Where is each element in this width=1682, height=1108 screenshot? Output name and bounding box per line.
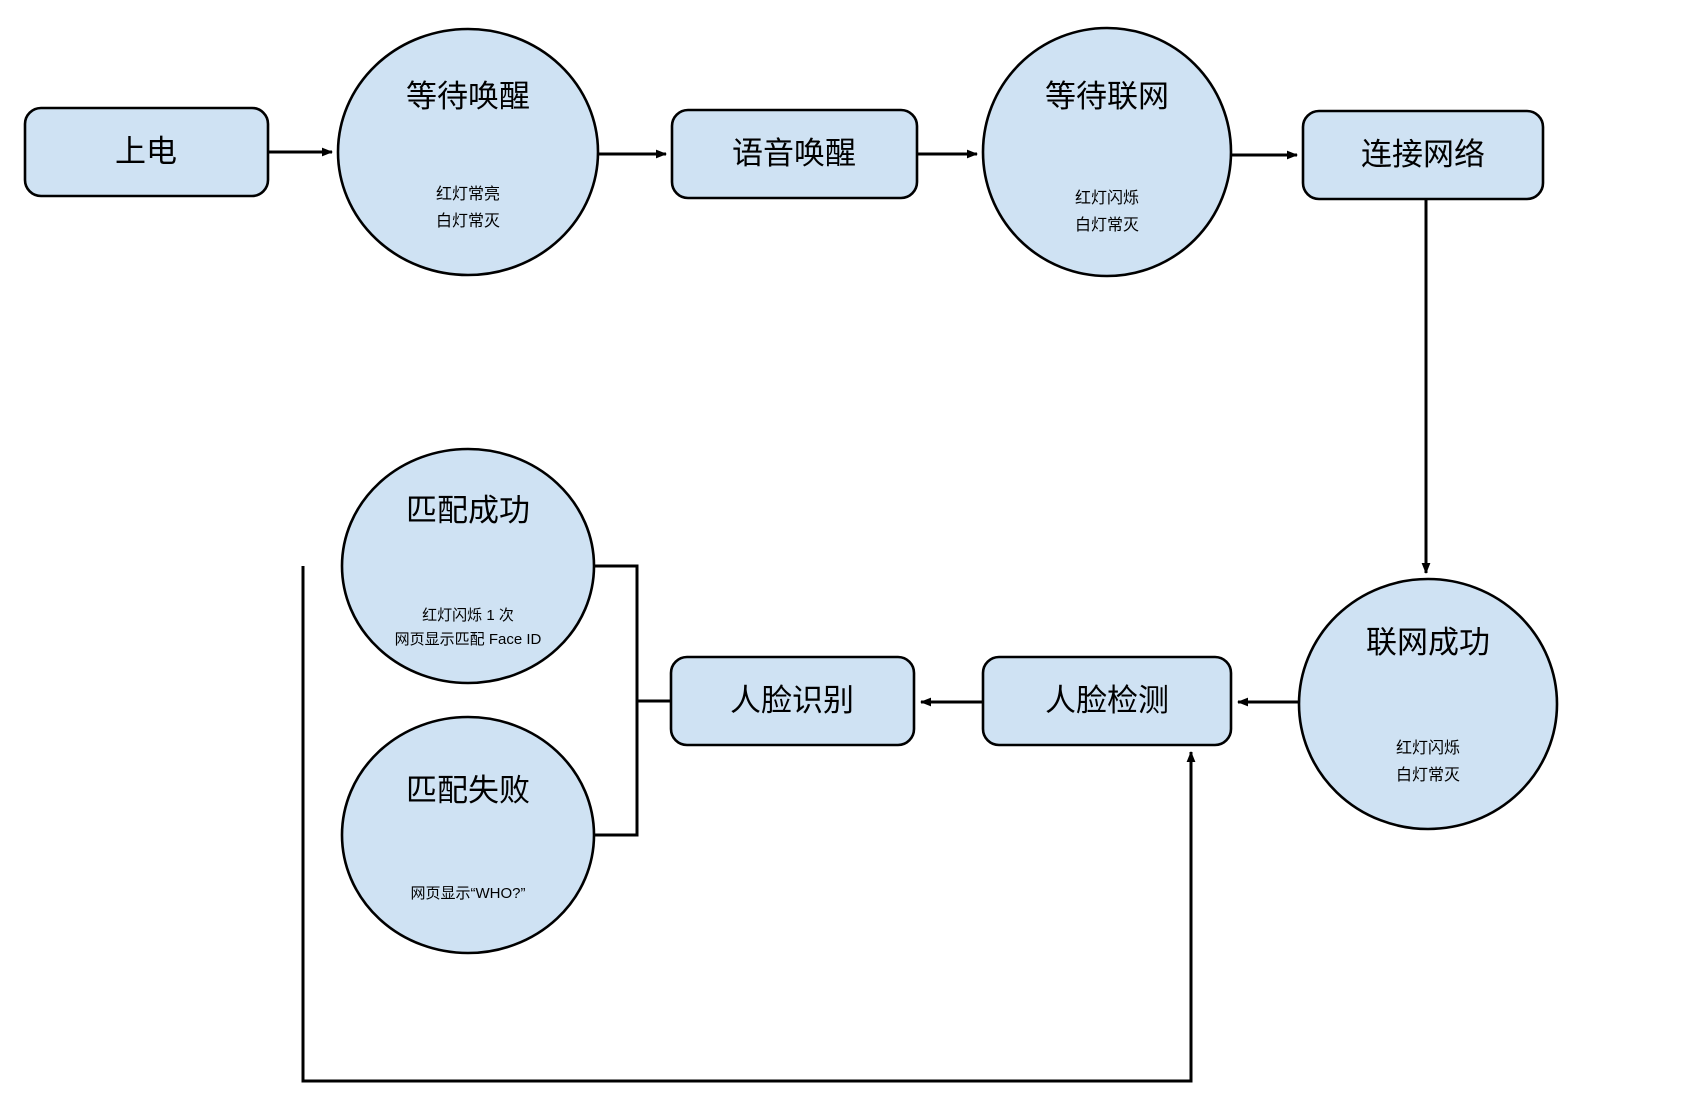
- node-voice-wakeup[interactable]: 语音唤醒: [670, 108, 919, 200]
- node-wait-network-shape[interactable]: [981, 26, 1233, 278]
- node-power-on-shape[interactable]: [23, 106, 270, 198]
- node-face-recognize-shape[interactable]: [669, 655, 916, 747]
- node-face-detect-label: 人脸检测: [1045, 683, 1169, 718]
- node-face-recognize[interactable]: 人脸识别: [669, 655, 916, 747]
- node-match-success[interactable]: 匹配成功 红灯闪烁 1 次 网页显示匹配 Face ID: [340, 447, 596, 685]
- node-connect-network-shape[interactable]: [1301, 109, 1545, 201]
- node-wait-wakeup-sub-2: 白灯常灭: [436, 212, 500, 230]
- node-face-detect[interactable]: 人脸检测: [981, 655, 1233, 747]
- node-wait-network-label: 等待联网: [1045, 79, 1169, 114]
- node-face-recognize-label: 人脸识别: [730, 683, 854, 718]
- node-network-success-sub-2: 白灯常灭: [1396, 766, 1460, 784]
- node-power-on[interactable]: 上电: [23, 106, 270, 198]
- node-match-fail-shape[interactable]: [340, 715, 596, 955]
- node-match-success-label: 匹配成功: [406, 493, 530, 528]
- node-network-success-shape[interactable]: [1297, 577, 1559, 831]
- node-network-success[interactable]: 联网成功 红灯闪烁 白灯常灭: [1297, 577, 1559, 831]
- node-match-fail-sub-1: 网页显示“WHO?”: [411, 885, 526, 902]
- node-voice-wakeup-shape[interactable]: [670, 108, 919, 200]
- node-match-fail-label: 匹配失败: [406, 773, 530, 808]
- node-wait-network-sub-2: 白灯常灭: [1075, 216, 1139, 234]
- node-wait-wakeup[interactable]: 等待唤醒 红灯常亮 白灯常灭: [336, 27, 600, 277]
- node-network-success-sub-1: 红灯闪烁: [1396, 739, 1460, 757]
- node-wait-wakeup-label: 等待唤醒: [406, 79, 530, 114]
- node-wait-network-sub-1: 红灯闪烁: [1075, 189, 1139, 207]
- node-match-success-sub-1: 红灯闪烁 1 次: [422, 607, 514, 624]
- nodes-layer: 上电 等待唤醒 红灯常亮 白灯常灭 语音唤醒 等待联网 红灯闪烁 白灯常灭: [23, 26, 1559, 955]
- node-connect-network[interactable]: 连接网络: [1301, 109, 1545, 201]
- node-wait-network[interactable]: 等待联网 红灯闪烁 白灯常灭: [981, 26, 1233, 278]
- node-network-success-label: 联网成功: [1366, 625, 1490, 660]
- node-power-on-label: 上电: [115, 134, 177, 169]
- node-match-success-shape[interactable]: [340, 447, 596, 685]
- node-voice-wakeup-label: 语音唤醒: [732, 136, 856, 171]
- node-wait-wakeup-shape[interactable]: [336, 27, 600, 277]
- node-match-fail[interactable]: 匹配失败 网页显示“WHO?”: [340, 715, 596, 955]
- node-connect-network-label: 连接网络: [1361, 137, 1485, 172]
- node-wait-wakeup-sub-1: 红灯常亮: [436, 185, 500, 203]
- node-match-success-sub-2: 网页显示匹配 Face ID: [395, 631, 542, 648]
- edge-match-fail-feedback-loop: [301, 751, 1196, 1083]
- node-face-detect-shape[interactable]: [981, 655, 1233, 747]
